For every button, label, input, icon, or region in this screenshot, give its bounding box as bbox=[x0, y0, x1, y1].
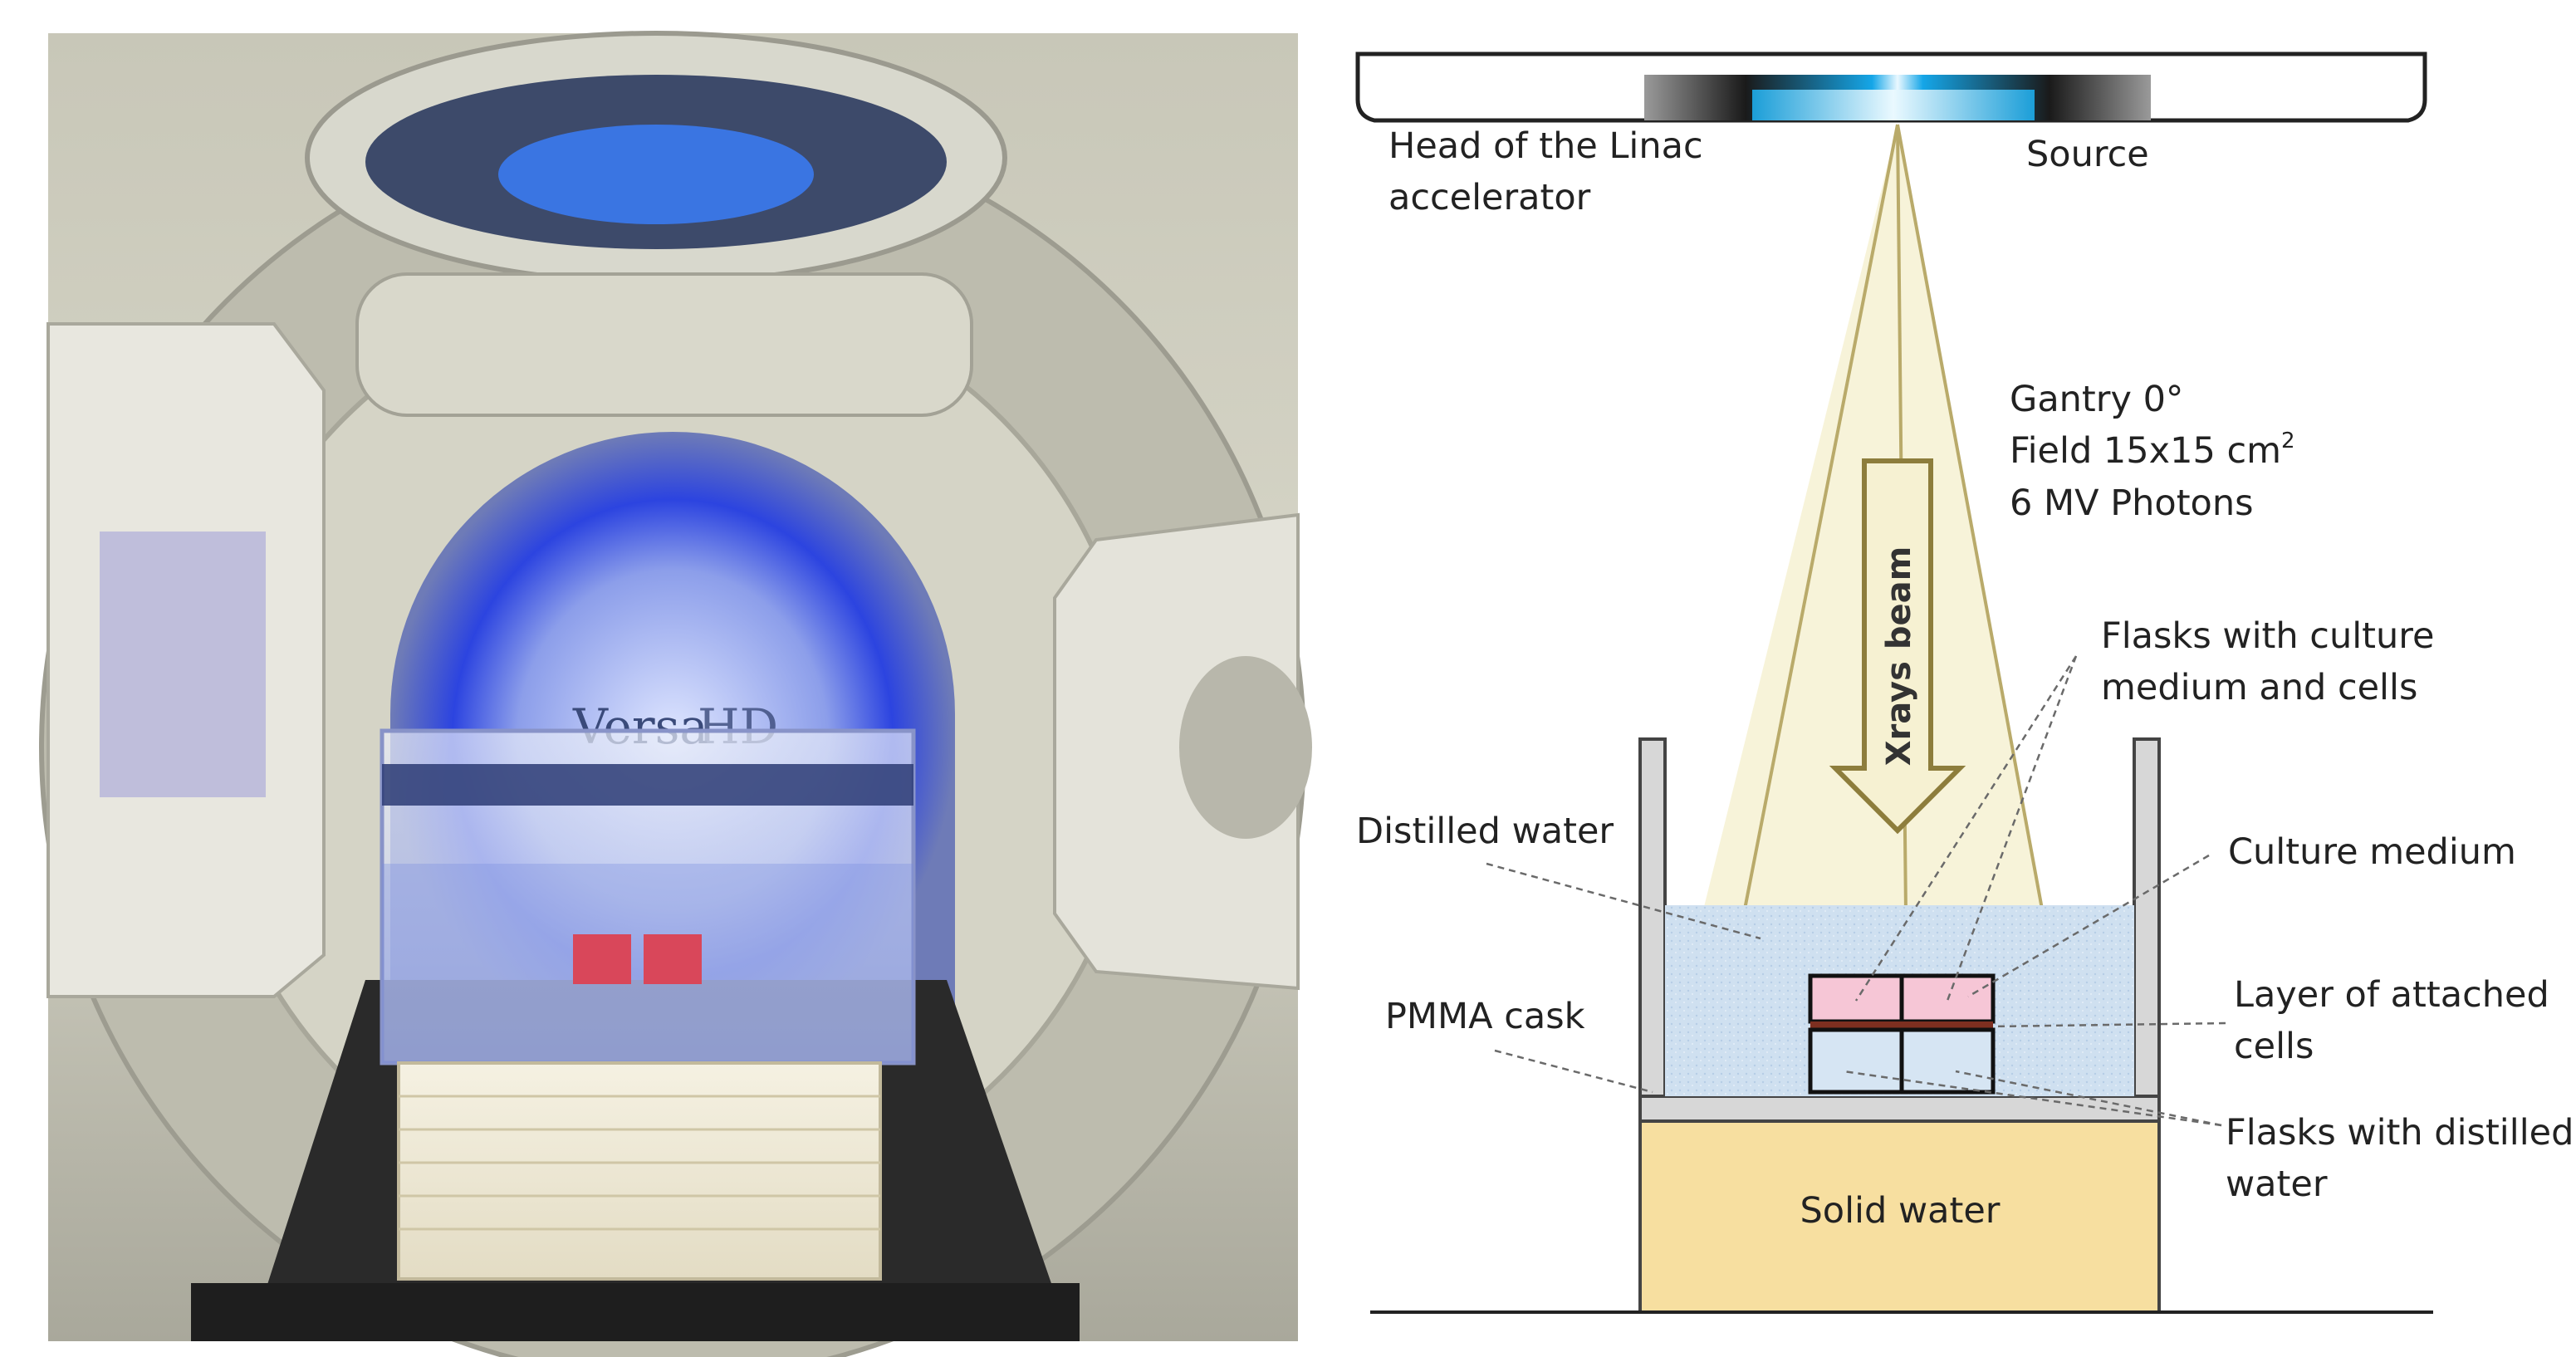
leader-culture-medium bbox=[1967, 854, 2210, 998]
flask-water-right bbox=[1899, 1027, 1996, 1095]
solid-water-label: Solid water bbox=[1800, 1190, 2001, 1232]
pmma-cask-floor bbox=[1638, 1095, 2161, 1123]
imager-panel-left-glow bbox=[100, 532, 266, 797]
photons-label: 6 MV Photons bbox=[2010, 483, 2254, 524]
photo-flask-left bbox=[573, 934, 631, 984]
pmma-cask-label: PMMA cask bbox=[1385, 996, 1585, 1037]
collimator-blue-light bbox=[498, 125, 814, 224]
flasks-cells-label-2: medium and cells bbox=[2101, 667, 2417, 708]
beam-ray-right bbox=[1896, 124, 2045, 914]
culture-medium-label: Culture medium bbox=[2228, 831, 2516, 873]
photo-flask-right bbox=[644, 934, 702, 984]
xrays-beam-label: Xrays beam bbox=[1880, 546, 1918, 767]
leader-cell-layer bbox=[1992, 1021, 2226, 1028]
linac-head-label-1: Head of the Linac bbox=[1388, 125, 1703, 167]
source-label: Source bbox=[2026, 134, 2149, 175]
leader-flasks-cells-b bbox=[1946, 655, 2078, 1002]
flasks-cells-label-1: Flasks with culture bbox=[2101, 615, 2434, 657]
solid-water-block bbox=[1638, 1119, 2161, 1314]
leader-flasks-water-b bbox=[1955, 1070, 2222, 1127]
solid-water-plates bbox=[397, 1061, 882, 1281]
layer-cells-label-1: Layer of attached bbox=[2234, 974, 2549, 1016]
distilled-water-label: Distilled water bbox=[1356, 811, 1614, 852]
tank-rim bbox=[382, 764, 913, 806]
flask-water-left bbox=[1808, 1027, 1904, 1095]
flasks-water-label-2: water bbox=[2226, 1163, 2328, 1205]
source-emitter bbox=[1752, 90, 2035, 120]
flasks-water-label-1: Flasks with distilled bbox=[2226, 1112, 2574, 1154]
linac-head-label-2: accelerator bbox=[1388, 177, 1591, 218]
couch-rail bbox=[191, 1283, 1080, 1341]
head-housing bbox=[355, 272, 973, 417]
irradiation-setup-diagram: Xrays beam Head of the Linac accelerator bbox=[1355, 51, 2574, 1314]
leader-flasks-cells-a bbox=[1854, 655, 2078, 1002]
field-label-sup: 2 bbox=[2281, 429, 2295, 453]
cell-layer bbox=[1810, 1021, 1993, 1030]
xrays-beam-arrow bbox=[1829, 458, 1966, 835]
imager-right-detail bbox=[1179, 656, 1312, 839]
beam-ray-left bbox=[1742, 124, 1899, 914]
pmma-cask-wall-right bbox=[2133, 737, 2161, 1123]
layer-cells-label-2: cells bbox=[2234, 1026, 2314, 1067]
linac-room-photo: Versa HD bbox=[39, 31, 1312, 1357]
imager-panel-right bbox=[1053, 512, 1300, 991]
flask-culture-left bbox=[1808, 973, 1904, 1024]
leader-flasks-water-a bbox=[1843, 1070, 2222, 1127]
field-label-main: Field 15x15 cm bbox=[2010, 430, 2281, 472]
imager-panel-left bbox=[47, 322, 326, 998]
leader-lines bbox=[1486, 655, 2226, 1127]
leader-pmma-cask bbox=[1494, 1049, 1653, 1094]
gantry-label: Gantry 0° bbox=[2010, 379, 2183, 420]
pmma-cask-wall-left bbox=[1638, 737, 1667, 1123]
leader-distilled-water bbox=[1486, 862, 1761, 940]
field-label: Field 15x15 cm2 bbox=[2010, 429, 2295, 472]
